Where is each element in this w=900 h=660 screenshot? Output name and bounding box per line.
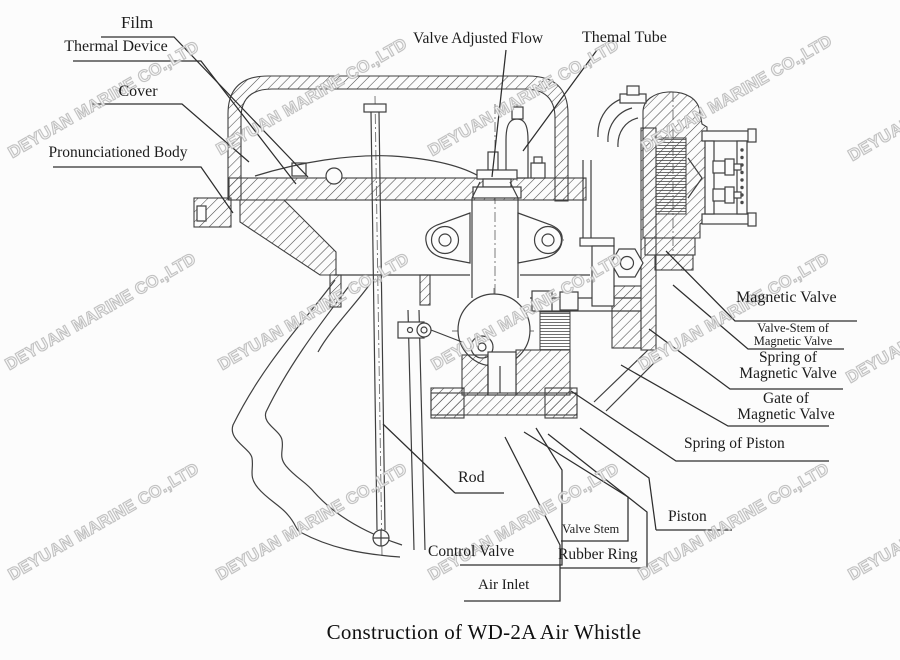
label-control-valve: Control Valve: [428, 543, 515, 560]
strut: [593, 349, 661, 412]
label-line: Gate of: [762, 390, 810, 407]
plate-screw: [291, 162, 307, 177]
valve-spring-dots: [740, 148, 744, 205]
piston-housing: [397, 293, 578, 419]
hex-bolt: [610, 248, 644, 278]
label-line: Valve-Stem of: [757, 321, 829, 335]
label-film: Film: [120, 13, 154, 32]
base-flange: [430, 392, 578, 416]
flow-adjust-nuts: [476, 169, 518, 180]
label-magnetic-valve: Magnetic Valve: [736, 289, 837, 306]
leader-rubber-ring: [547, 433, 648, 569]
leader-control-valve: [460, 427, 563, 566]
leader-valve-adjusted-flow: [491, 49, 507, 178]
label-line: Spring of: [758, 349, 818, 366]
label-valve-adjusted-flow: Valve Adjusted Flow: [413, 30, 544, 47]
leader-film: [101, 36, 309, 178]
plate-small-bolt: [530, 162, 546, 179]
rod-part: [363, 103, 390, 547]
leader-themal-tube: [522, 49, 598, 152]
label-cover: Cover: [118, 83, 158, 100]
magnetic-valve-assembly: [597, 85, 757, 351]
leader-valve-stem: [523, 431, 629, 542]
valve-stack: [472, 106, 529, 199]
label-piston: Piston: [668, 508, 707, 525]
valve-connector: [530, 237, 661, 412]
leader-spring-of-piston: [570, 390, 829, 462]
film-diaphragm: [254, 155, 483, 179]
label-spring-of-piston: Spring of Piston: [684, 435, 785, 452]
label-line: Magnetic Valve: [753, 334, 833, 348]
label-line: Magnetic Valve: [739, 365, 837, 382]
plate-bolt: [325, 167, 343, 185]
leader-gate-of-mv: [620, 364, 829, 427]
label-pronunciationed-body: Pronunciationed Body: [48, 144, 188, 161]
figure-caption: Construction of WD-2A Air Whistle: [326, 620, 642, 644]
valve-cylinder: [471, 198, 519, 298]
stem-slot: [487, 351, 517, 396]
bracket: [591, 245, 615, 307]
leader-valve-stem-of-mv: [672, 284, 844, 350]
leader-lines: [53, 36, 857, 602]
leader-spring-of-mv: [648, 328, 843, 390]
leader-pronunciationed-body: [53, 166, 234, 214]
valve-stem-bolts: [712, 158, 742, 204]
label-valve-stem-of-mv: Valve-Stem of Magnetic Valve: [740, 322, 846, 348]
armature: [687, 157, 703, 199]
leader-piston: [579, 427, 732, 531]
label-themal-tube: Themal Tube: [582, 29, 667, 46]
leader-rod: [382, 423, 504, 494]
leader-air-inlet: [464, 436, 561, 602]
dome-cover: [227, 75, 569, 202]
solenoid-coil: [655, 137, 687, 215]
label-gate-of-mv: Gate of Magnetic Valve: [726, 391, 846, 423]
label-line: Magnetic Valve: [737, 406, 835, 423]
valve-body: [425, 181, 563, 298]
left-bolt-wing: [425, 212, 471, 264]
label-thermal-device: Thermal Device: [64, 38, 168, 55]
piston-spring: [539, 311, 571, 351]
horn-bell: [231, 279, 426, 558]
leader-magnetic-valve: [665, 250, 857, 322]
label-rubber-ring: Rubber Ring: [558, 546, 638, 563]
cooling-fins: [597, 96, 639, 148]
label-rod: Rod: [458, 469, 485, 486]
label-valve-stem: Valve Stem: [562, 522, 620, 536]
right-bolt-wing: [517, 212, 563, 264]
shelf: [579, 237, 615, 247]
horn-throat: [407, 309, 426, 551]
label-air-inlet: Air Inlet: [478, 577, 530, 593]
label-spring-of-mv: Spring of Magnetic Valve: [728, 350, 848, 382]
leader-thermal-device: [73, 60, 297, 185]
body-wall-wedge: [239, 199, 337, 276]
leader-cover: [92, 103, 250, 163]
